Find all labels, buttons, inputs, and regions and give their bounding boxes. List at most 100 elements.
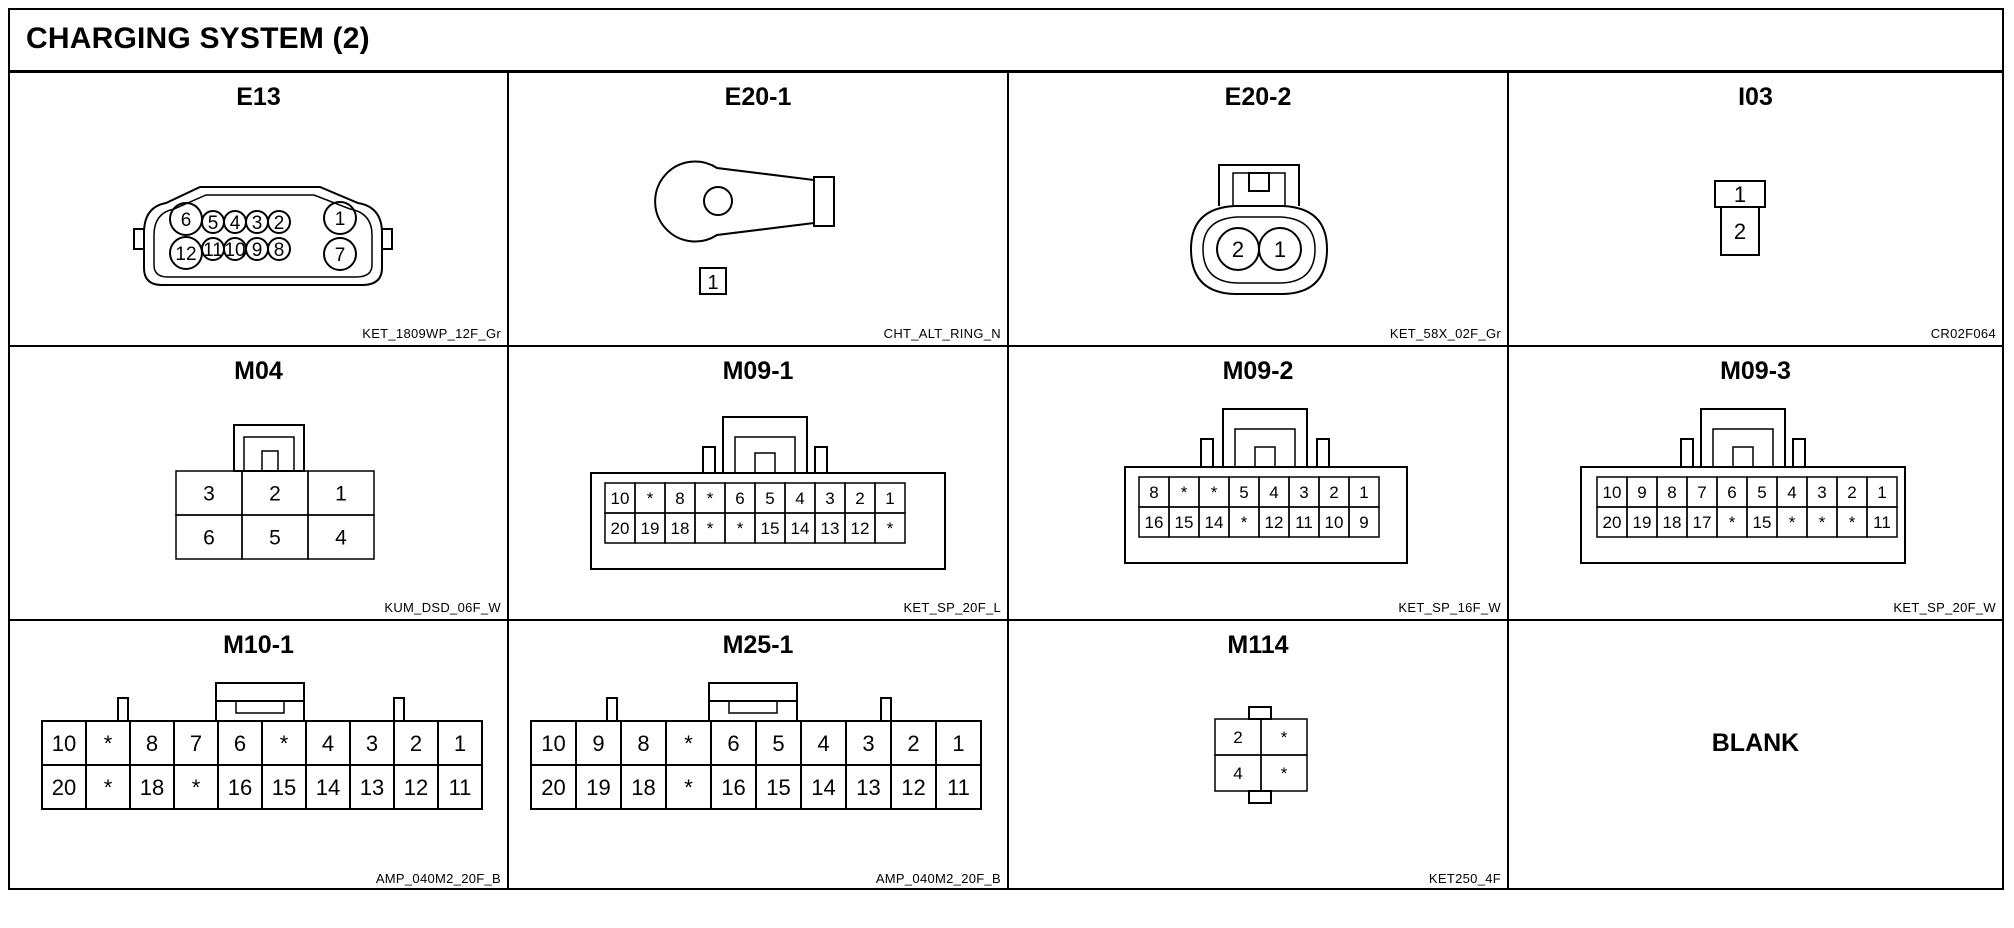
part-number: KET250_4F <box>1428 871 1501 886</box>
blank-label: BLANK <box>1711 729 1800 757</box>
pin-label: 8 <box>1667 483 1676 502</box>
pin-label: 4 <box>230 213 241 234</box>
pin-label: 3 <box>825 489 834 508</box>
pin-label: 18 <box>1663 513 1682 532</box>
pin-label: * <box>647 489 654 508</box>
pin-label: 5 <box>765 489 774 508</box>
pin-label: 2 <box>1847 483 1856 502</box>
connector-cell-e20-2: E20-2 2 1 KET_58X_02F_Gr <box>1009 73 1509 347</box>
connector-id: M10-1 <box>223 631 294 659</box>
pin-cell <box>1348 506 1380 538</box>
pin-circle <box>323 237 357 271</box>
pin-label: * <box>1849 513 1856 532</box>
part-number: AMP_040M2_20F_B <box>375 871 501 886</box>
part-number: AMP_040M2_20F_B <box>875 871 1001 886</box>
pin-label: 10 <box>611 489 630 508</box>
pin-label: 2 <box>1734 219 1746 244</box>
pin-label: 10 <box>1603 483 1622 502</box>
pin-label: 12 <box>175 244 196 265</box>
connector-m114-diagram: 2*4* <box>1214 706 1308 804</box>
connector-id: M09-1 <box>722 357 794 385</box>
pin-cell <box>1866 506 1898 538</box>
pin-label: 7 <box>190 731 202 756</box>
connector-id: E13 <box>236 83 281 111</box>
pin-box-2 <box>1720 206 1760 256</box>
ring-terminal <box>654 160 815 243</box>
pin-label: 14 <box>791 519 810 538</box>
pin-label: 4 <box>1269 483 1278 502</box>
pin-label: 18 <box>671 519 690 538</box>
pin-label: 3 <box>1817 483 1826 502</box>
pin-label: 2 <box>907 731 919 756</box>
pin-box-1 <box>699 267 727 295</box>
connector-cell-m114: M114 2*4* KET250_4F <box>1009 621 1509 890</box>
pin-label: 12 <box>851 519 870 538</box>
pin-label: * <box>707 489 714 508</box>
pin-label: 6 <box>181 210 192 231</box>
pin-label: 9 <box>592 731 604 756</box>
pin-label: 1 <box>1274 237 1286 262</box>
pin-label: 9 <box>252 240 263 261</box>
pin-label: 20 <box>52 775 76 800</box>
pin-label: 15 <box>1175 513 1194 532</box>
pin-label: * <box>737 519 744 538</box>
part-number: KET_SP_20F_L <box>903 600 1001 615</box>
pin-label: 2 <box>274 213 285 234</box>
pin-label: 4 <box>817 731 829 756</box>
pin-label: 4 <box>1787 483 1796 502</box>
pin-label: 1 <box>952 731 964 756</box>
connector-cell-i03: I03 1 2 CR02F064 <box>1509 73 2002 347</box>
pin-label: 5 <box>1757 483 1766 502</box>
pin-label: 20 <box>541 775 565 800</box>
pin-label: 2 <box>1329 483 1338 502</box>
pin-label: 5 <box>772 731 784 756</box>
pin-label: 5 <box>1239 483 1248 502</box>
pin-label: 9 <box>1359 513 1368 532</box>
pin-label: 2 <box>269 483 281 506</box>
pin-label: * <box>104 731 113 756</box>
pin-label: 11 <box>203 240 223 261</box>
pin-label: 10 <box>52 731 76 756</box>
pin-label: * <box>887 519 894 538</box>
pin-label: 19 <box>1633 513 1652 532</box>
pin-label: * <box>280 731 289 756</box>
connector-id: M04 <box>234 357 283 385</box>
title-bar: CHARGING SYSTEM (2) <box>10 10 2002 73</box>
connector-id: M09-2 <box>1222 357 1294 385</box>
pin-circle <box>267 237 291 261</box>
pin-label: 16 <box>228 775 252 800</box>
pin-circle <box>323 201 357 235</box>
pin-label: 15 <box>1753 513 1772 532</box>
pin-label: 8 <box>274 240 285 261</box>
pin-label: 10 <box>224 240 245 261</box>
part-number: KET_SP_20F_W <box>1893 600 1996 615</box>
pin-cell <box>935 764 982 810</box>
pin-label: 1 <box>1359 483 1368 502</box>
pin-label: * <box>707 519 714 538</box>
pin-label: 10 <box>1325 513 1344 532</box>
pin-label: 9 <box>1637 483 1646 502</box>
pin-label: 1 <box>454 731 466 756</box>
pin-label: 4 <box>335 527 347 550</box>
pin-label: * <box>684 731 693 756</box>
pin-label: 14 <box>316 775 340 800</box>
pin-label: 8 <box>146 731 158 756</box>
connector-i03-diagram: 1 2 <box>1714 180 1766 256</box>
pin-label: 14 <box>1205 513 1224 532</box>
pin-label: 1 <box>335 209 346 230</box>
pin-label: 11 <box>449 775 472 800</box>
pin-label: 6 <box>1727 483 1736 502</box>
part-number: CR02F064 <box>1930 326 1996 341</box>
pin-cell <box>1260 754 1308 792</box>
ring-terminal-hole <box>703 186 733 216</box>
pin-label: 12 <box>404 775 428 800</box>
